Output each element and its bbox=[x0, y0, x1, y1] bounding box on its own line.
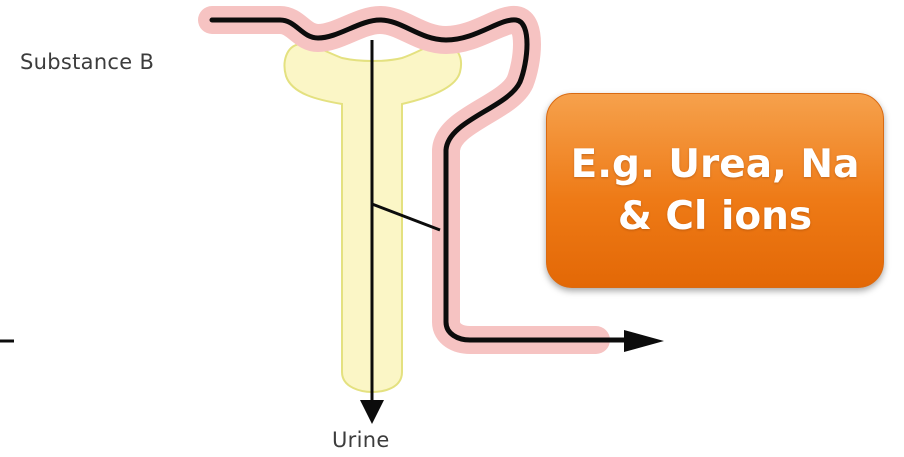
example-callout: E.g. Urea, Na & Cl ions bbox=[546, 93, 884, 288]
substance-b-label: Substance B bbox=[20, 50, 154, 74]
urine-arrowhead bbox=[360, 400, 384, 424]
right-arrowhead bbox=[624, 330, 664, 352]
urine-label: Urine bbox=[332, 428, 390, 452]
callout-line-1: E.g. Urea, Na bbox=[571, 139, 860, 191]
callout-line-2: & Cl ions bbox=[618, 191, 812, 243]
